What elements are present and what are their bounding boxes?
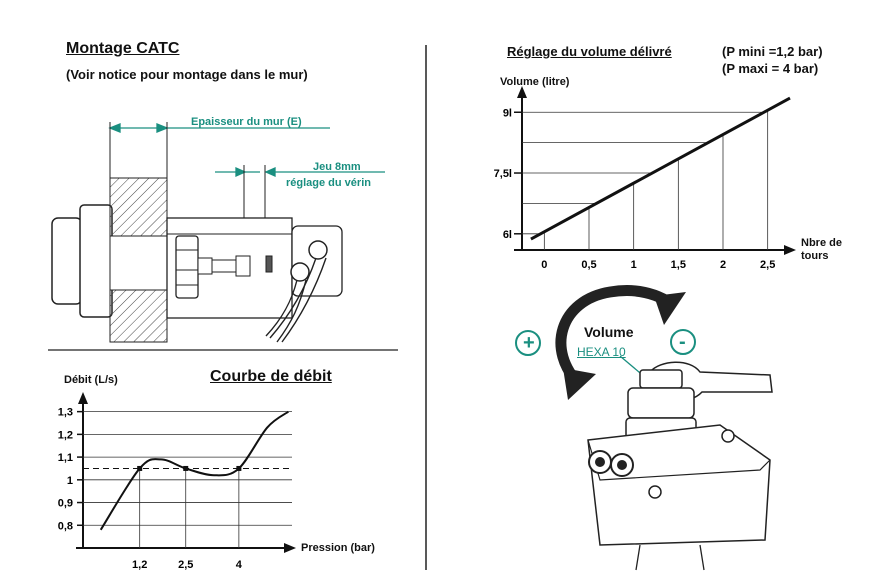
minus-sign: -	[679, 331, 686, 353]
pressure-max: (P maxi = 4 bar)	[722, 61, 819, 76]
hexa-label: HEXA 10	[577, 345, 626, 359]
volume-x-tick: 0,5	[581, 259, 596, 271]
volume-y-label: Volume (litre)	[500, 76, 570, 88]
debit-y-label: Débit (L/s)	[64, 374, 118, 386]
volume-x-tick: 1	[631, 259, 637, 271]
debit-y-tick: 0,8	[58, 520, 73, 532]
debit-y-arrow	[78, 392, 88, 404]
volume-series-line	[530, 96, 791, 241]
volume-knob-label: Volume	[584, 324, 634, 340]
volume-x-tick: 1,5	[671, 259, 686, 271]
minus-icon	[670, 329, 696, 355]
reglage-title: Réglage du volume délivré	[507, 44, 672, 59]
clearance-label: Jeu 8mm	[313, 161, 361, 173]
volume-x-tick: 2	[720, 259, 726, 271]
debit-point	[236, 465, 242, 471]
volume-x-label: Nbre de tours	[801, 237, 842, 262]
volume-y-tick: 9l	[503, 107, 512, 119]
courbe-title: Courbe de débit	[210, 368, 332, 385]
debit-x-arrow	[284, 543, 296, 553]
wall-thickness-label: Epaisseur du mur (E)	[191, 116, 302, 128]
volume-y-arrow	[517, 86, 527, 98]
debit-x-tick: 1,2	[132, 559, 147, 571]
volume-y-tick: 6l	[503, 229, 512, 241]
rotation-arrow	[555, 285, 676, 389]
debit-y-tick: 1,2	[58, 429, 73, 441]
debit-x-tick: 4	[236, 559, 243, 571]
montage-title: Montage CATC	[66, 40, 180, 57]
debit-series-curve	[99, 410, 290, 531]
plus-sign: +	[523, 332, 535, 354]
debit-y-tick: 0,9	[58, 498, 73, 510]
debit-y-tick: 1,3	[58, 407, 73, 419]
debit-y-tick: 1,1	[58, 452, 73, 464]
volume-y-tick: 7,5l	[494, 168, 512, 180]
debit-point	[183, 465, 189, 471]
montage-subtitle: (Voir notice pour montage dans le mur)	[66, 67, 308, 82]
volume-x-arrow	[784, 245, 796, 255]
debit-x-label: Pression (bar)	[301, 542, 375, 554]
volume-x-tick: 2,5	[760, 259, 775, 271]
debit-x-tick: 2,5	[178, 559, 193, 571]
actuator-adjust-label: réglage du vérin	[286, 177, 371, 189]
plus-icon	[515, 330, 541, 356]
debit-y-tick: 1	[67, 475, 73, 487]
volume-x-tick: 0	[541, 259, 547, 271]
debit-point	[137, 465, 143, 471]
pressure-min: (P mini =1,2 bar)	[722, 44, 823, 59]
